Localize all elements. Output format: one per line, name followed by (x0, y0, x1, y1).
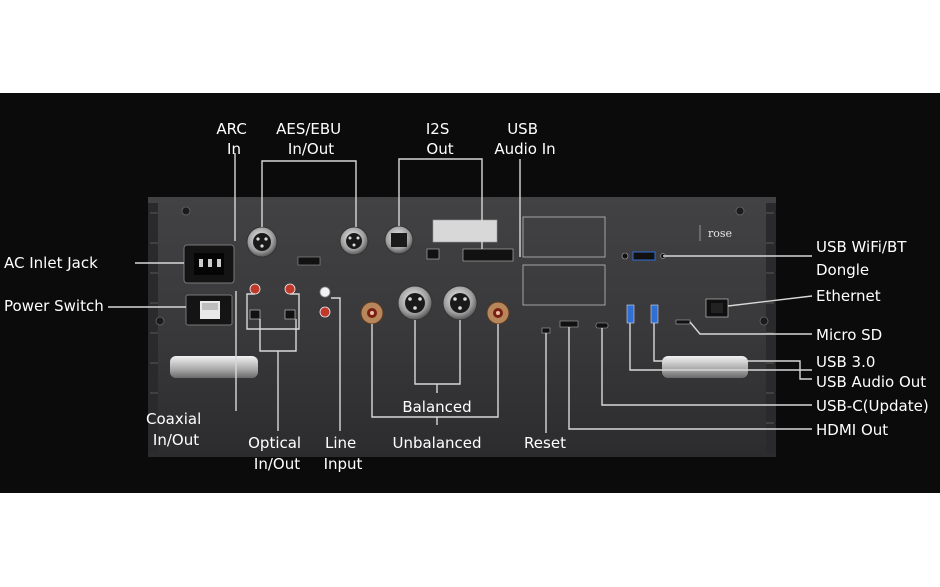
leader-coaxial-pair (246, 293, 300, 330)
brand-plate: rose (699, 225, 732, 241)
label-line-input: Line Input (324, 434, 363, 473)
aes-ebu-out-xlr-connector (339, 226, 369, 256)
spec-sticker (432, 219, 498, 243)
label-aes-ebu: AES/EBU In/Out (276, 120, 346, 158)
chassis-screws (155, 206, 769, 326)
usb-c-port (595, 322, 609, 329)
arc-hdmi-port (297, 256, 321, 266)
left-heatsink-fins (148, 203, 158, 453)
label-usb-3: USB 3.0 USB Audio Out (816, 353, 926, 391)
right-heatsink-fins (766, 203, 776, 453)
leader-aes-ebu (261, 160, 357, 227)
leader-hdmi-out (568, 327, 812, 430)
label-balanced: Balanced (402, 398, 471, 416)
micro-sd-slot (675, 319, 691, 325)
label-arc-in: ARC In (216, 120, 251, 158)
balanced-xlr-left (397, 285, 433, 321)
leader-usb-3-a (629, 323, 812, 371)
leader-i2s-out (398, 158, 483, 249)
leader-micro-sd (689, 321, 812, 335)
reset-button (541, 327, 551, 334)
label-power-switch: Power Switch (4, 297, 104, 315)
unbalanced-rca-left (360, 301, 384, 325)
right-foot (662, 356, 748, 378)
power-switch (185, 294, 233, 326)
line-input-rca-jacks (319, 286, 331, 318)
i2s-rj45-connector (384, 225, 414, 255)
label-optical: Optical In/Out (248, 434, 306, 473)
label-ethernet: Ethernet (816, 287, 881, 305)
leader-ethernet (727, 295, 813, 307)
label-usb-audio-in: USB Audio In (494, 120, 555, 158)
callout-labels: ARC In AES/EBU In/Out I2S Out USB Audio … (4, 120, 929, 473)
optical-ports (249, 309, 296, 320)
label-reset: Reset (524, 434, 566, 452)
ethernet-port (705, 298, 729, 318)
ac-inlet-jack (183, 244, 235, 284)
label-usb-wifi-bt-dongle: USB WiFi/BT Dongle (816, 238, 911, 279)
usb-b-port (426, 248, 440, 260)
coaxial-rca-jacks (249, 283, 296, 295)
label-ac-inlet-jack: AC Inlet Jack (4, 254, 98, 272)
left-foot (170, 356, 258, 378)
dvi-port (462, 248, 514, 262)
rear-panel-diagram: rose (4, 120, 929, 473)
unbalanced-rca-right (486, 301, 510, 325)
hdmi-out-port (559, 320, 579, 328)
leader-usb-3-b (653, 323, 812, 380)
label-coaxial: Coaxial In/Out (146, 410, 206, 449)
label-i2s-out: I2S Out (426, 120, 454, 158)
leader-usb-c (601, 328, 812, 406)
leader-unbalanced-pair (371, 324, 499, 418)
usb-audio-info-sticker (522, 216, 606, 306)
label-unbalanced: Unbalanced (392, 434, 481, 452)
brand-logo: rose (708, 227, 732, 240)
leader-lines (108, 153, 813, 433)
leader-line-input (331, 297, 341, 431)
aes-ebu-xlr-connector (246, 226, 278, 258)
label-usb-c-update: USB-C(Update) (816, 397, 929, 415)
label-micro-sd: Micro SD (816, 326, 882, 344)
diagram-stage: rose (0, 93, 940, 493)
label-hdmi-out: HDMI Out (816, 421, 888, 439)
balanced-xlr-right (442, 285, 478, 321)
